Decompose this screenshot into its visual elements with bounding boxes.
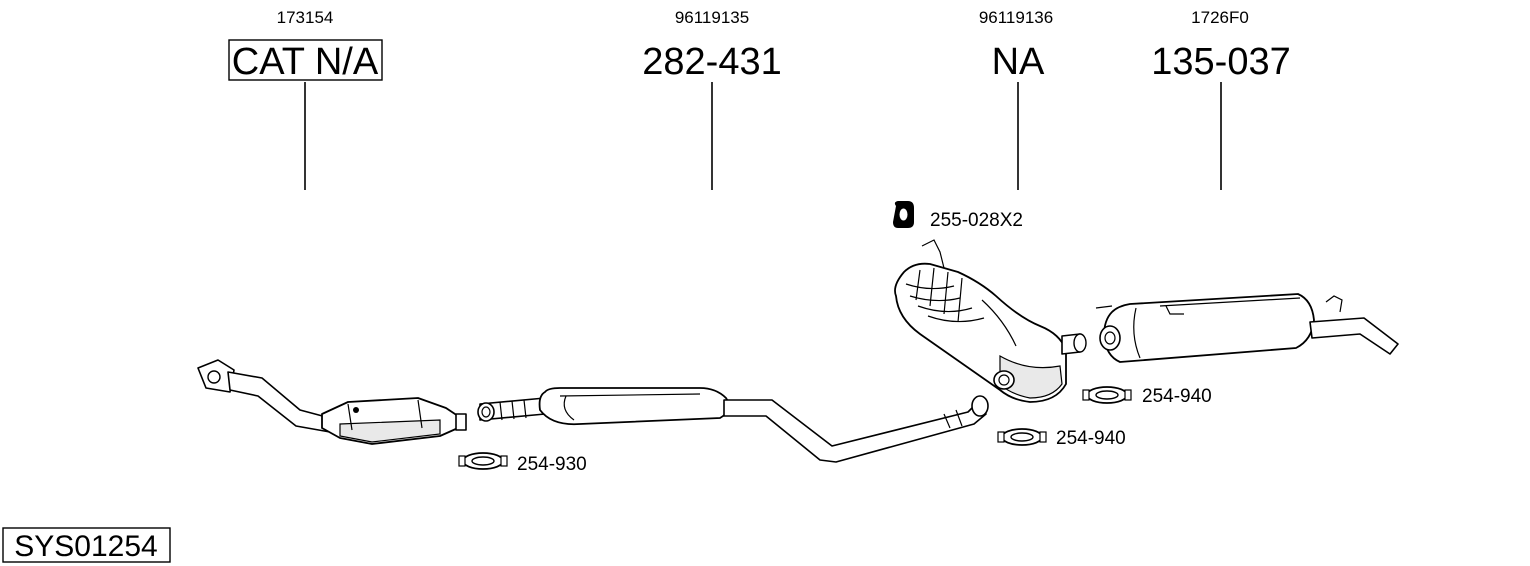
clamp-icon — [458, 452, 508, 470]
rear-silencer-body — [1103, 293, 1315, 363]
component-middle-silencer: 96119136 NA — [979, 8, 1053, 190]
component-catalytic-converter: 173154 CAT N/A — [228, 8, 383, 190]
oem-number-2: 96119135 — [675, 8, 749, 27]
system-code: SYS01254 — [2, 527, 171, 563]
catalytic-converter-drawing — [197, 359, 467, 445]
downpipe — [227, 371, 331, 433]
system-code-box — [2, 527, 171, 563]
component-rear-silencer: 1726F0 135-037 — [1151, 8, 1291, 190]
accessory-label-clamp-lower[interactable]: 254-940 — [1056, 428, 1126, 449]
rear-silencer-drawing — [1095, 293, 1399, 363]
part-number-box-1 — [228, 39, 383, 81]
clamp-icon — [997, 428, 1047, 446]
part-number-3[interactable]: NA — [992, 41, 1045, 83]
part-number-2[interactable]: 282-431 — [642, 41, 781, 83]
front-silencer-drawing — [477, 387, 989, 463]
intermediate-pipe — [723, 399, 987, 463]
accessory-rubber-hanger: 255-028X2 — [893, 201, 1023, 231]
oem-number-1: 173154 — [277, 8, 334, 27]
front-silencer-body — [538, 387, 730, 426]
oem-number-4: 1726F0 — [1191, 8, 1249, 27]
part-number-4[interactable]: 135-037 — [1151, 41, 1290, 83]
accessory-clamp-front: 254-930 — [458, 452, 587, 475]
system-code-label: SYS01254 — [14, 530, 157, 563]
accessory-clamp-lower: 254-940 — [997, 428, 1126, 449]
middle-silencer-drawing — [894, 239, 1087, 403]
rubber-hanger-icon — [893, 201, 914, 228]
accessory-label-hanger[interactable]: 255-028X2 — [930, 210, 1023, 231]
tailpipe — [1309, 317, 1399, 355]
oem-number-3: 96119136 — [979, 8, 1053, 27]
accessory-label-clamp-front[interactable]: 254-930 — [517, 454, 587, 475]
component-front-silencer: 96119135 282-431 — [642, 8, 782, 190]
part-number-1[interactable]: CAT N/A — [232, 41, 379, 83]
accessory-clamp-upper: 254-940 — [1082, 386, 1212, 407]
accessory-label-clamp-upper[interactable]: 254-940 — [1142, 386, 1212, 407]
clamp-icon — [1082, 386, 1132, 404]
